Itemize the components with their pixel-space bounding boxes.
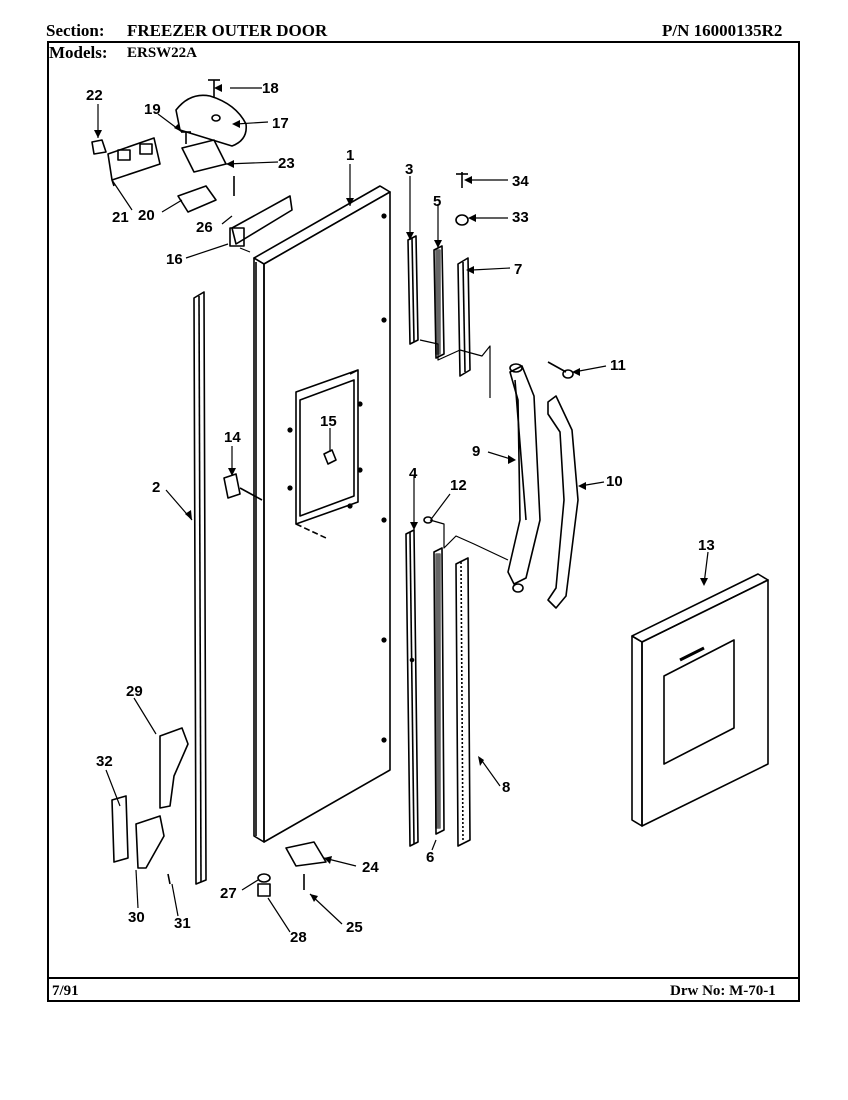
door-panel bbox=[253, 185, 391, 843]
callout-4: 4 bbox=[409, 465, 418, 482]
callout-15: 15 bbox=[320, 413, 337, 430]
callout-3: 3 bbox=[405, 161, 413, 178]
callout-22: 22 bbox=[86, 87, 103, 104]
section-title: FREEZER OUTER DOOR bbox=[127, 21, 328, 40]
callout-1: 1 bbox=[346, 147, 354, 164]
diagram-frame bbox=[47, 41, 800, 1002]
callout-12: 12 bbox=[450, 477, 467, 494]
callout-18: 18 bbox=[262, 80, 279, 97]
callout-17: 17 bbox=[272, 115, 289, 132]
top-hinge bbox=[107, 137, 161, 187]
callout-29: 29 bbox=[126, 683, 143, 700]
callout-27: 27 bbox=[220, 885, 237, 902]
callout-5: 5 bbox=[433, 193, 441, 210]
callout-33: 33 bbox=[512, 209, 529, 226]
callout-8: 8 bbox=[502, 779, 510, 796]
callout-34: 34 bbox=[512, 173, 529, 190]
callout-24: 24 bbox=[362, 859, 379, 876]
callout-31: 31 bbox=[174, 915, 191, 932]
callout-13: 13 bbox=[698, 537, 715, 554]
models-value: ERSW22A bbox=[127, 45, 198, 61]
callout-32: 32 bbox=[96, 753, 113, 770]
callout-9: 9 bbox=[472, 443, 480, 460]
dispenser-cover bbox=[631, 573, 769, 827]
callout-23: 23 bbox=[278, 155, 295, 172]
callout-16: 16 bbox=[166, 251, 183, 268]
footer-date: 7/91 bbox=[52, 983, 79, 999]
screw-11 bbox=[547, 361, 574, 379]
side-trim bbox=[193, 291, 207, 885]
callout-2: 2 bbox=[152, 479, 160, 496]
drawing-number: Drw No: M-70-1 bbox=[670, 983, 776, 999]
callout-7: 7 bbox=[514, 261, 522, 278]
callout-6: 6 bbox=[426, 849, 434, 866]
callout-10: 10 bbox=[606, 473, 623, 490]
callout-28: 28 bbox=[290, 929, 307, 946]
callout-11: 11 bbox=[610, 357, 626, 374]
callout-21: 21 bbox=[112, 209, 129, 226]
callout-19: 19 bbox=[144, 101, 161, 118]
callout-25: 25 bbox=[346, 919, 363, 936]
handle bbox=[507, 363, 541, 593]
models-label: Models: bbox=[49, 43, 108, 62]
part-number: P/N 16000135R2 bbox=[662, 21, 783, 40]
callout-30: 30 bbox=[128, 909, 145, 926]
callout-26: 26 bbox=[196, 219, 213, 236]
callout-20: 20 bbox=[138, 207, 155, 224]
callout-14: 14 bbox=[224, 429, 241, 446]
section-label: Section: bbox=[46, 21, 105, 40]
